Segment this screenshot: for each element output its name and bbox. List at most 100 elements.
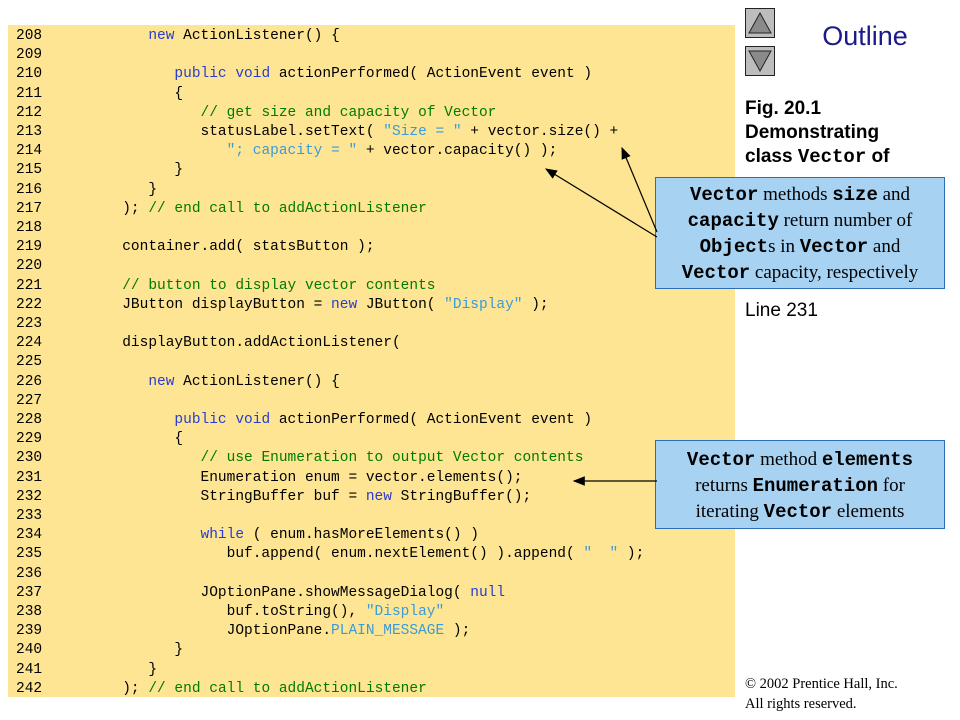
line-number: 216 [16,181,43,198]
code-line: 235 buf.append( enum.nextElement() ).app… [8,545,735,564]
line-number: 223 [16,316,43,332]
code-line: 230 // use Enumeration to output Vector … [8,449,735,468]
code-line: 227 [8,392,735,411]
line-source: } [70,181,158,198]
line-reference: Line 231 [745,300,818,321]
code-line: 211 { [8,85,735,104]
code-line: 212 // get size and capacity of Vector [8,104,735,123]
line-number: 221 [16,277,43,294]
line-source: Enumeration enum = vector.elements(); [70,469,523,486]
line-number: 224 [16,335,43,352]
line-source: buf.append( enum.nextElement() ).append(… [70,546,645,563]
line-number: 225 [16,354,43,371]
code-line: 241 } [8,661,735,680]
line-number: 213 [16,124,43,140]
figure-title-line1: Demonstrating [745,122,880,143]
line-number: 214 [16,143,43,160]
line-number: 237 [16,584,43,601]
line-source: new ActionListener() { [148,373,340,390]
code-line: 214 "; capacity = " + vector.capacity() … [8,142,735,161]
line-source: public void actionPerformed( ActionEvent… [174,66,593,83]
line-source: // use Enumeration to output Vector cont… [200,450,584,467]
line-number: 219 [16,239,43,256]
line-number: 236 [16,565,43,582]
code-line: 225 [8,353,735,372]
code-line: 216 } [8,181,735,200]
previous-slide-button[interactable] [745,8,775,38]
code-line: 210 public void actionPerformed( ActionE… [8,65,735,84]
code-line: 237 JOptionPane.showMessageDialog( null [8,584,735,603]
line-source: ); // end call to addActionListener [70,200,427,217]
code-line: 222 JButton displayButton = new JButton(… [8,296,735,315]
line-source: buf.toString(), "Display" [70,604,445,620]
line-source: } [70,642,184,659]
line-number: 212 [16,104,43,121]
line-number: 240 [16,642,43,659]
line-source: JOptionPane.showMessageDialog( null [70,584,506,601]
line-number: 218 [16,220,43,236]
code-line: 208 new ActionListener() { [8,27,735,46]
copyright-icon: © [745,676,757,692]
next-slide-button[interactable] [745,46,775,76]
code-line: 226 new ActionListener() { [8,373,735,392]
line-number: 241 [16,661,43,678]
line-source: StringBuffer buf = new StringBuffer(); [70,488,532,505]
outline-link[interactable]: Outline [822,21,908,51]
copyright-notice: © 2002 Prentice Hall, Inc. All rights re… [745,676,898,712]
figure-title-line2: class Vector of [745,146,890,168]
code-line: 239 JOptionPane.PLAIN_MESSAGE ); [8,622,735,641]
line-source: // get size and capacity of Vector [200,104,497,121]
line-number: 238 [16,604,43,620]
line-number: 234 [16,527,43,544]
line-number: 229 [16,431,43,448]
line-source: ); // end call to addActionListener [70,680,427,697]
code-line: 217 ); // end call to addActionListener [8,200,735,219]
code-line: 233 [8,507,735,526]
figure-caption: Fig. 20.1 Demonstrating class Vector of [745,97,955,169]
line-number: 222 [16,296,43,313]
code-line: 236 [8,565,735,584]
line-number: 227 [16,392,43,409]
triangle-down-icon [748,50,772,73]
line-number: 235 [16,546,43,563]
line-number: 239 [16,623,43,640]
code-line: 229 { [8,430,735,449]
triangle-up-icon [748,11,772,34]
code-line: 218 [8,219,735,238]
line-source: // button to display vector contents [122,277,436,294]
code-line: 228 public void actionPerformed( ActionE… [8,411,735,430]
code-line: 231 Enumeration enum = vector.elements()… [8,469,735,488]
line-number: 217 [16,200,43,217]
code-line: 219 container.add( statsButton ); [8,238,735,257]
line-source: new ActionListener() { [148,28,340,44]
line-source: { [70,431,184,448]
line-source: "; capacity = " + vector.capacity() ); [226,143,558,160]
line-number: 211 [16,85,43,102]
line-number: 232 [16,488,43,505]
code-line: 240 } [8,641,735,660]
line-number: 210 [16,66,43,83]
line-source: statusLabel.setText( "Size = " + vector.… [70,124,619,140]
code-line: 209 [8,46,735,65]
line-source: JOptionPane.PLAIN_MESSAGE ); [70,623,471,640]
line-number: 242 [16,680,43,697]
line-number: 228 [16,412,43,428]
figure-number: Fig. 20.1 [745,98,822,119]
line-source: public void actionPerformed( ActionEvent… [174,412,593,428]
line-number: 226 [16,373,43,390]
line-source: } [70,661,158,678]
code-line: 215 } [8,161,735,180]
code-line: 213 statusLabel.setText( "Size = " + vec… [8,123,735,142]
line-source: displayButton.addActionListener( [70,335,401,352]
line-source: while ( enum.hasMoreElements() ) [200,527,479,544]
line-source: JButton displayButton = new JButton( "Di… [70,296,549,313]
line-number: 230 [16,450,43,467]
code-line: 220 [8,257,735,276]
code-line: 224 displayButton.addActionListener( [8,334,735,353]
line-number: 215 [16,162,43,179]
line-number: 208 [16,28,43,44]
line-number: 220 [16,258,43,275]
code-line: 232 StringBuffer buf = new StringBuffer(… [8,488,735,507]
line-source: } [70,162,184,179]
